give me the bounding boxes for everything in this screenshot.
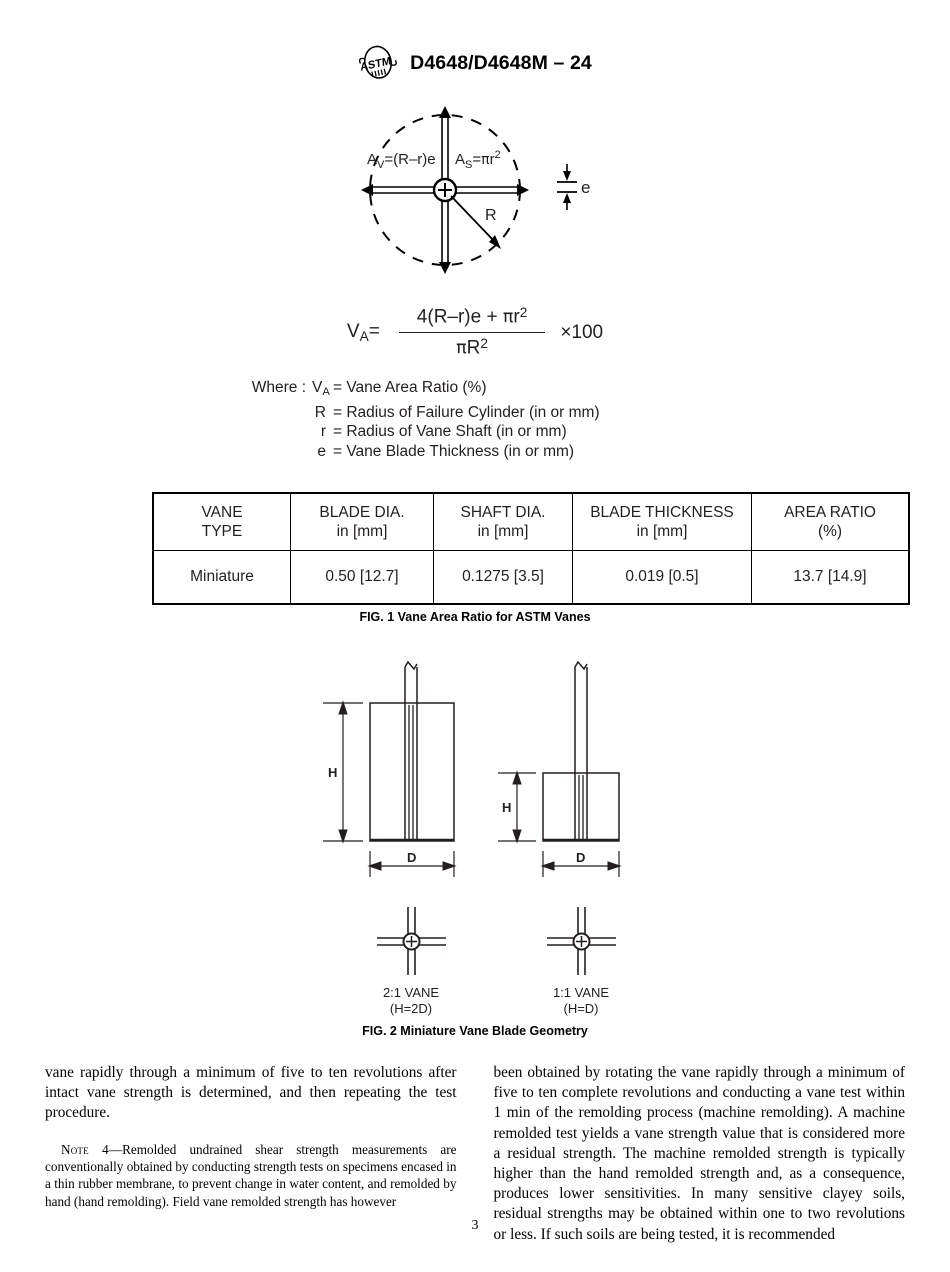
header-line-1: BLADE DIA.	[319, 504, 405, 521]
vane-2to1-elevation	[369, 660, 455, 842]
header-line-2: (%)	[817, 523, 843, 540]
vane-1to1-height-label: H	[502, 800, 511, 815]
vane-1to1-title: 1:1 VANE	[553, 985, 609, 1000]
figure-1-diagram-container: AV=(R–r)e AS=πr2 R e	[0, 92, 950, 292]
vane-area-ratio-diagram: AV=(R–r)e AS=πr2 R e	[361, 106, 590, 274]
vane-2to1-subtitle: (H=2D)	[390, 1001, 432, 1016]
vane-2to1-cross-section	[377, 907, 446, 975]
formula-numerator: 4(R–r)e + πr2	[416, 305, 528, 328]
note-text: Remolded undrained shear strength measur…	[45, 1141, 457, 1209]
vane-2to1-diameter-label: D	[407, 850, 416, 865]
note-label: Note 4	[61, 1141, 109, 1157]
standard-number: D4648/D4648M – 24	[410, 51, 592, 74]
table-header-row: VANE TYPE BLADE DIA. in [mm] SHAFT DIA. …	[152, 492, 910, 551]
figure-2-caption: FIG. 2 Miniature Vane Blade Geometry	[362, 1024, 588, 1038]
formula-legend: Where : VA = Vane Area Ratio (%) R = Rad…	[228, 378, 600, 461]
vane-1to1-cross-section	[547, 907, 616, 975]
legend-row-e: e = Vane Blade Thickness (in or mm)	[228, 442, 600, 462]
vane-area-label: AV=(R–r)e	[367, 151, 436, 171]
legend-row-va: Where : VA = Vane Area Ratio (%)	[228, 378, 600, 403]
cell-shaft-dia: 0.1275 [3.5]	[433, 550, 573, 605]
column-header-blade-thickness: BLADE THICKNESS in [mm]	[572, 492, 752, 551]
figure-1-caption: FIG. 1 Vane Area Ratio for ASTM Vanes	[359, 610, 591, 624]
vane-1to1-subtitle: (H=D)	[563, 1001, 598, 1016]
legend-row-r-small: r = Radius of Vane Shaft (in or mm)	[228, 422, 600, 442]
column-header-shaft-dia: SHAFT DIA. in [mm]	[433, 492, 573, 551]
legend-definition-e: = Vane Blade Thickness (in or mm)	[333, 442, 575, 460]
header-line-2: TYPE	[201, 523, 243, 540]
vane-1to1-diameter-label: D	[576, 850, 585, 865]
right-paragraph: been obtained by rotating the vane rapid…	[493, 1064, 906, 1243]
header-line-2: in [mm]	[636, 523, 688, 540]
note-4-paragraph: Note 4—Remolded undrained shear strength…	[45, 1141, 457, 1211]
cell-blade-dia: 0.50 [12.7]	[290, 550, 434, 605]
formula-denominator: πR2	[456, 336, 488, 360]
legend-definition-r: = Radius of Failure Cylinder (in or mm)	[333, 403, 600, 421]
vane-2to1-title: 2:1 VANE	[383, 985, 439, 1000]
page-number: 3	[471, 1218, 479, 1233]
vane-2to1-height-dimension	[323, 700, 363, 844]
vane-specifications-table: VANE TYPE BLADE DIA. in [mm] SHAFT DIA. …	[152, 492, 910, 605]
legend-row-r: R = Radius of Failure Cylinder (in or mm…	[228, 403, 600, 423]
left-text-column: vane rapidly through a minimum of five t…	[45, 1063, 457, 1245]
formula-fraction: 4(R–r)e + πr2 πR2	[398, 305, 546, 360]
radius-label: R	[485, 207, 497, 224]
header-line-1: AREA RATIO	[784, 504, 876, 521]
radius-leader	[450, 195, 501, 249]
vane-shaft-hub	[432, 177, 458, 203]
legend-symbol-va: VA	[312, 379, 330, 399]
header-line-2: in [mm]	[336, 523, 388, 540]
formula-lhs: VA=	[346, 321, 380, 344]
legend-symbol-r-small: r	[320, 423, 326, 441]
body-text-columns: vane rapidly through a minimum of five t…	[45, 1063, 905, 1245]
miniature-vane-blade-geometry-diagram: H D H	[323, 660, 622, 1016]
column-header-blade-dia: BLADE DIA. in [mm]	[290, 492, 434, 551]
vane-1to1-height-dimension	[498, 770, 536, 844]
thickness-label: e	[581, 178, 590, 197]
table-row: Miniature 0.50 [12.7] 0.1275 [3.5] 0.019…	[152, 550, 910, 605]
column-header-area-ratio: AREA RATIO (%)	[751, 492, 910, 551]
header-line-1: VANE	[201, 504, 243, 521]
column-header-vane-type: VANE TYPE	[152, 492, 291, 551]
legend-symbol-e: e	[317, 442, 326, 460]
vane-2to1-height-label: H	[328, 765, 337, 780]
thickness-callout: e	[557, 164, 590, 210]
header-line-2: in [mm]	[477, 523, 529, 540]
fraction-bar	[398, 331, 546, 334]
shaft-area-label: AS=πr2	[455, 149, 501, 171]
legend-definition-va: = Vane Area Ratio (%)	[333, 379, 487, 396]
vane-2to1-diameter-dimension	[367, 851, 457, 877]
cell-area-ratio: 13.7 [14.9]	[751, 550, 910, 605]
formula-multiplier: ×100	[560, 321, 604, 343]
legend-symbol-r: R	[314, 403, 326, 421]
cell-blade-thickness: 0.019 [0.5]	[572, 550, 752, 605]
figure-2-diagram-container: H D H	[0, 645, 950, 1020]
header-line-1: BLADE THICKNESS	[590, 504, 734, 521]
right-text-column: been obtained by rotating the vane rapid…	[494, 1063, 906, 1245]
cell-vane-type: Miniature	[152, 550, 291, 605]
legend-lead: Where :	[251, 379, 306, 396]
vane-1to1-elevation	[542, 660, 620, 842]
legend-definition-r-small: = Radius of Vane Shaft (in or mm)	[333, 423, 567, 441]
note-dash: —	[108, 1141, 123, 1157]
page-header: ASTM D4648/D4648M – 24	[0, 44, 950, 82]
header-line-1: SHAFT DIA.	[460, 504, 546, 521]
vane-area-ratio-formula: VA= 4(R–r)e + πr2 πR2 ×100	[0, 305, 950, 360]
vane-1to1-diameter-dimension	[540, 851, 622, 877]
left-paragraph: vane rapidly through a minimum of five t…	[45, 1064, 457, 1122]
astm-logo-icon: ASTM	[359, 45, 398, 79]
